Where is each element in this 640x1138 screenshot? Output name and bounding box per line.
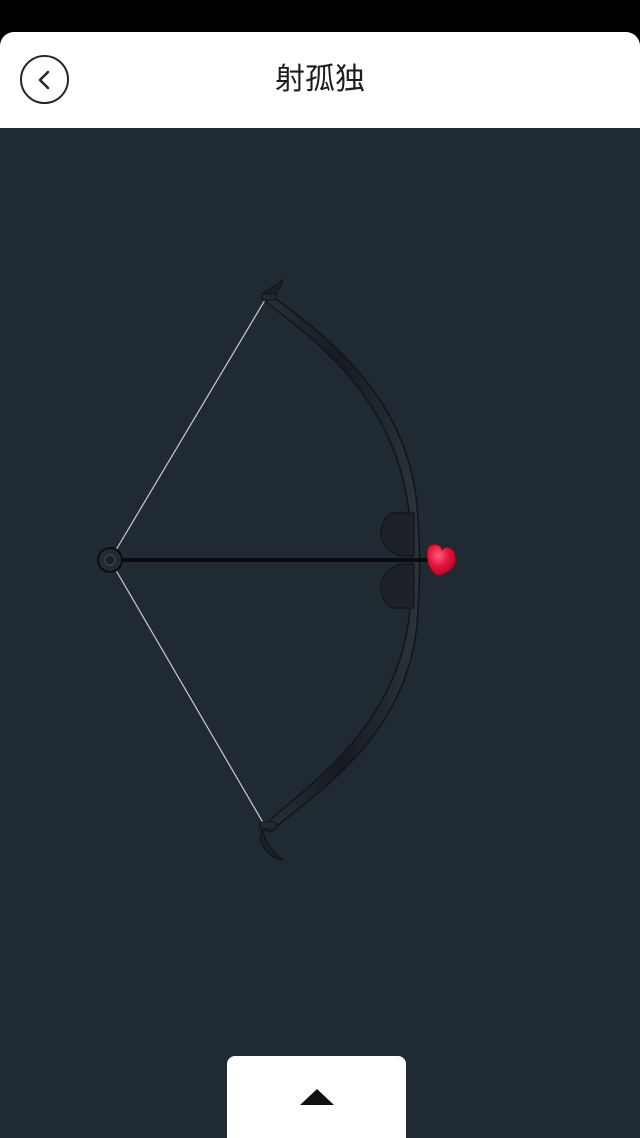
bow-string-lower [109,559,266,827]
heart-icon [426,543,457,577]
bow-string-upper [109,299,266,561]
bow-tip-lower [259,827,285,861]
status-bar [0,0,640,34]
bow-limb [260,293,421,833]
triangle-up-icon [299,1089,334,1105]
arrow-nock [97,547,123,573]
bow-grip [380,512,415,557]
bow-grip-lower [380,563,415,609]
chevron-left-icon [38,70,49,89]
bow-stage[interactable] [0,128,640,1138]
expand-drawer-button[interactable] [227,1056,406,1138]
bow-nock-upper [261,293,277,301]
page-title: 射孤独 [275,62,365,97]
bow-nock-lower [259,821,277,830]
top-bar: 射孤独 [0,32,640,128]
back-button[interactable] [20,55,69,104]
bow-scene [97,278,457,861]
